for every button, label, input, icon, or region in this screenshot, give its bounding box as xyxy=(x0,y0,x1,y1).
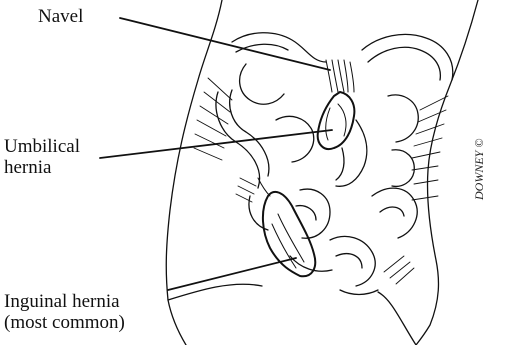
inguinal-label-line1: Inguinal hernia xyxy=(4,291,125,312)
leader-lines xyxy=(100,18,332,290)
umbilical-hernia-label: Umbilical hernia xyxy=(4,136,80,178)
navel-label-text: Navel xyxy=(38,6,83,27)
left-muscle-hatching xyxy=(194,78,232,160)
umbilical-label-line2: hernia xyxy=(4,157,80,178)
artist-signature: DOWNEY © xyxy=(472,120,487,200)
umbilical-hernia-sac xyxy=(318,92,355,149)
lower-hatching xyxy=(236,178,414,284)
navel-label: Navel xyxy=(38,6,83,27)
inguinal-hernia-label: Inguinal hernia (most common) xyxy=(4,291,125,333)
inguinal-label-line2: (most common) xyxy=(4,312,125,333)
body-outline-left xyxy=(166,0,222,345)
navel-hatching xyxy=(326,60,354,92)
umbilical-leader-line xyxy=(100,130,332,158)
umbilical-label-line1: Umbilical xyxy=(4,136,80,157)
groin-right xyxy=(378,292,416,345)
inguinal-hernia-sac xyxy=(258,178,315,276)
